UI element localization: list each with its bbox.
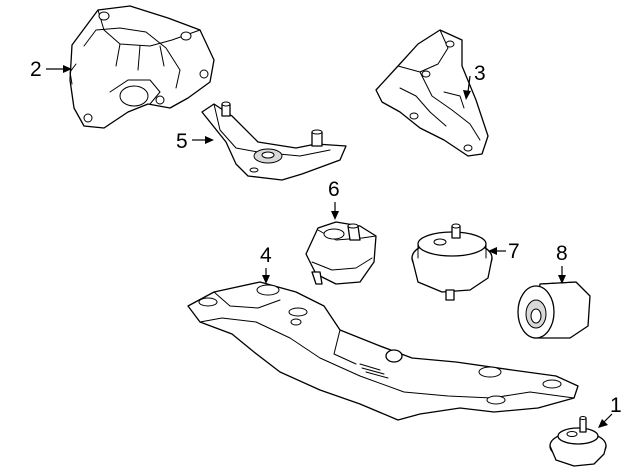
callout-6: 6 xyxy=(328,178,340,220)
callout-1: 1 xyxy=(598,394,622,428)
callout-6-label: 6 xyxy=(328,178,340,201)
callout-3: 3 xyxy=(463,62,486,100)
callout-4-label: 4 xyxy=(260,244,272,267)
callout-7-label: 7 xyxy=(508,240,520,263)
callout-2-label: 2 xyxy=(30,58,42,81)
callout-5: 5 xyxy=(176,130,214,153)
part-6-engine-mount xyxy=(305,221,377,285)
part-3-engine-bracket xyxy=(375,29,489,157)
part-7-transmission-mount xyxy=(411,223,493,301)
callout-8-label: 8 xyxy=(556,242,568,265)
part-5-mount-bracket xyxy=(201,101,347,181)
callout-8: 8 xyxy=(556,242,568,284)
callout-5-label: 5 xyxy=(176,130,188,153)
callout-4: 4 xyxy=(260,244,272,284)
part-4-crossmember xyxy=(187,281,579,421)
part-1-small-mount xyxy=(549,416,607,467)
callout-3-label: 3 xyxy=(474,62,486,85)
part-2-engine-bracket xyxy=(69,5,215,129)
callout-1-label: 1 xyxy=(610,394,622,417)
callout-7: 7 xyxy=(488,240,520,263)
part-8-bushing xyxy=(517,281,591,339)
callout-2: 2 xyxy=(30,58,72,81)
